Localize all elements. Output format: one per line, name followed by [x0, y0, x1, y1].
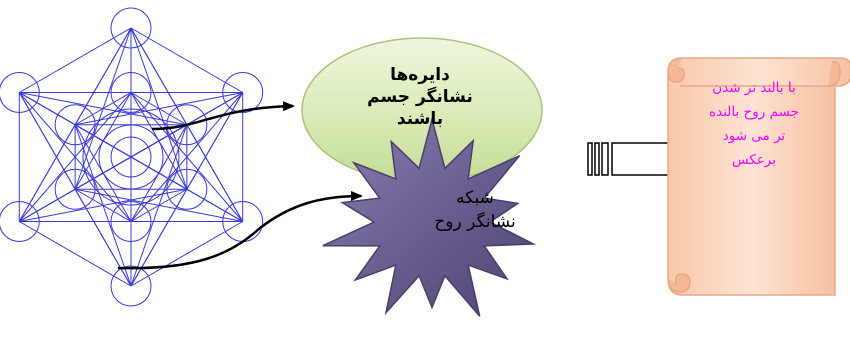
- cube-line: [18, 92, 76, 190]
- cube-circle: [110, 201, 152, 242]
- scroll-line-2: جسم روح بالنده: [709, 104, 799, 120]
- connector-to-oval: [151, 101, 295, 131]
- cube-circle: [0, 201, 40, 242]
- oval-line-2: نشانگر جسم: [367, 87, 473, 107]
- cube-line: [186, 92, 244, 190]
- cube-line: [130, 27, 243, 93]
- scroll-line-3: تر می شود: [722, 128, 786, 144]
- scroll-line-4: برعکس: [732, 152, 776, 168]
- cube-line: [19, 221, 132, 287]
- cube-ring: [98, 124, 164, 190]
- cube-circle: [110, 265, 152, 307]
- star-text: شبکه نشانگر روح: [405, 186, 545, 234]
- cube-circle: [110, 7, 152, 49]
- oval-line-3: باشند: [396, 109, 444, 129]
- metatron-cube-icon: [0, 7, 264, 307]
- cube-circle: [0, 72, 40, 113]
- cube-circle: [110, 136, 152, 178]
- soul-grid-star: [322, 116, 537, 317]
- cube-line: [19, 27, 132, 93]
- cube-line: [130, 221, 243, 287]
- cube-circle: [110, 72, 152, 113]
- star-line-2: نشانگر روح: [434, 212, 516, 232]
- cube-line: [130, 188, 188, 222]
- scroll-text: با بالند تر شدن جسم روح بالنده تر می شود…: [688, 76, 820, 172]
- star-line-1: شبکه: [456, 188, 494, 208]
- cube-line: [130, 27, 188, 126]
- cube-circle: [222, 72, 264, 113]
- cube-ring: [82, 108, 180, 206]
- cube-line: [74, 188, 132, 222]
- cube-line: [74, 92, 132, 126]
- oval-line-1: دایره‌ها: [390, 65, 450, 85]
- cube-line: [186, 124, 244, 222]
- scroll-shape: [667, 57, 850, 296]
- connector-to-star: [117, 191, 363, 270]
- cube-line: [18, 124, 76, 222]
- oval-text: دایره‌ها نشانگر جسم باشند: [330, 64, 510, 130]
- cube-line: [74, 27, 132, 125]
- cube-line: [74, 189, 132, 287]
- cube-line: [130, 92, 188, 126]
- cube-line: [130, 188, 188, 287]
- scroll-line-1: با بالند تر شدن: [712, 80, 796, 96]
